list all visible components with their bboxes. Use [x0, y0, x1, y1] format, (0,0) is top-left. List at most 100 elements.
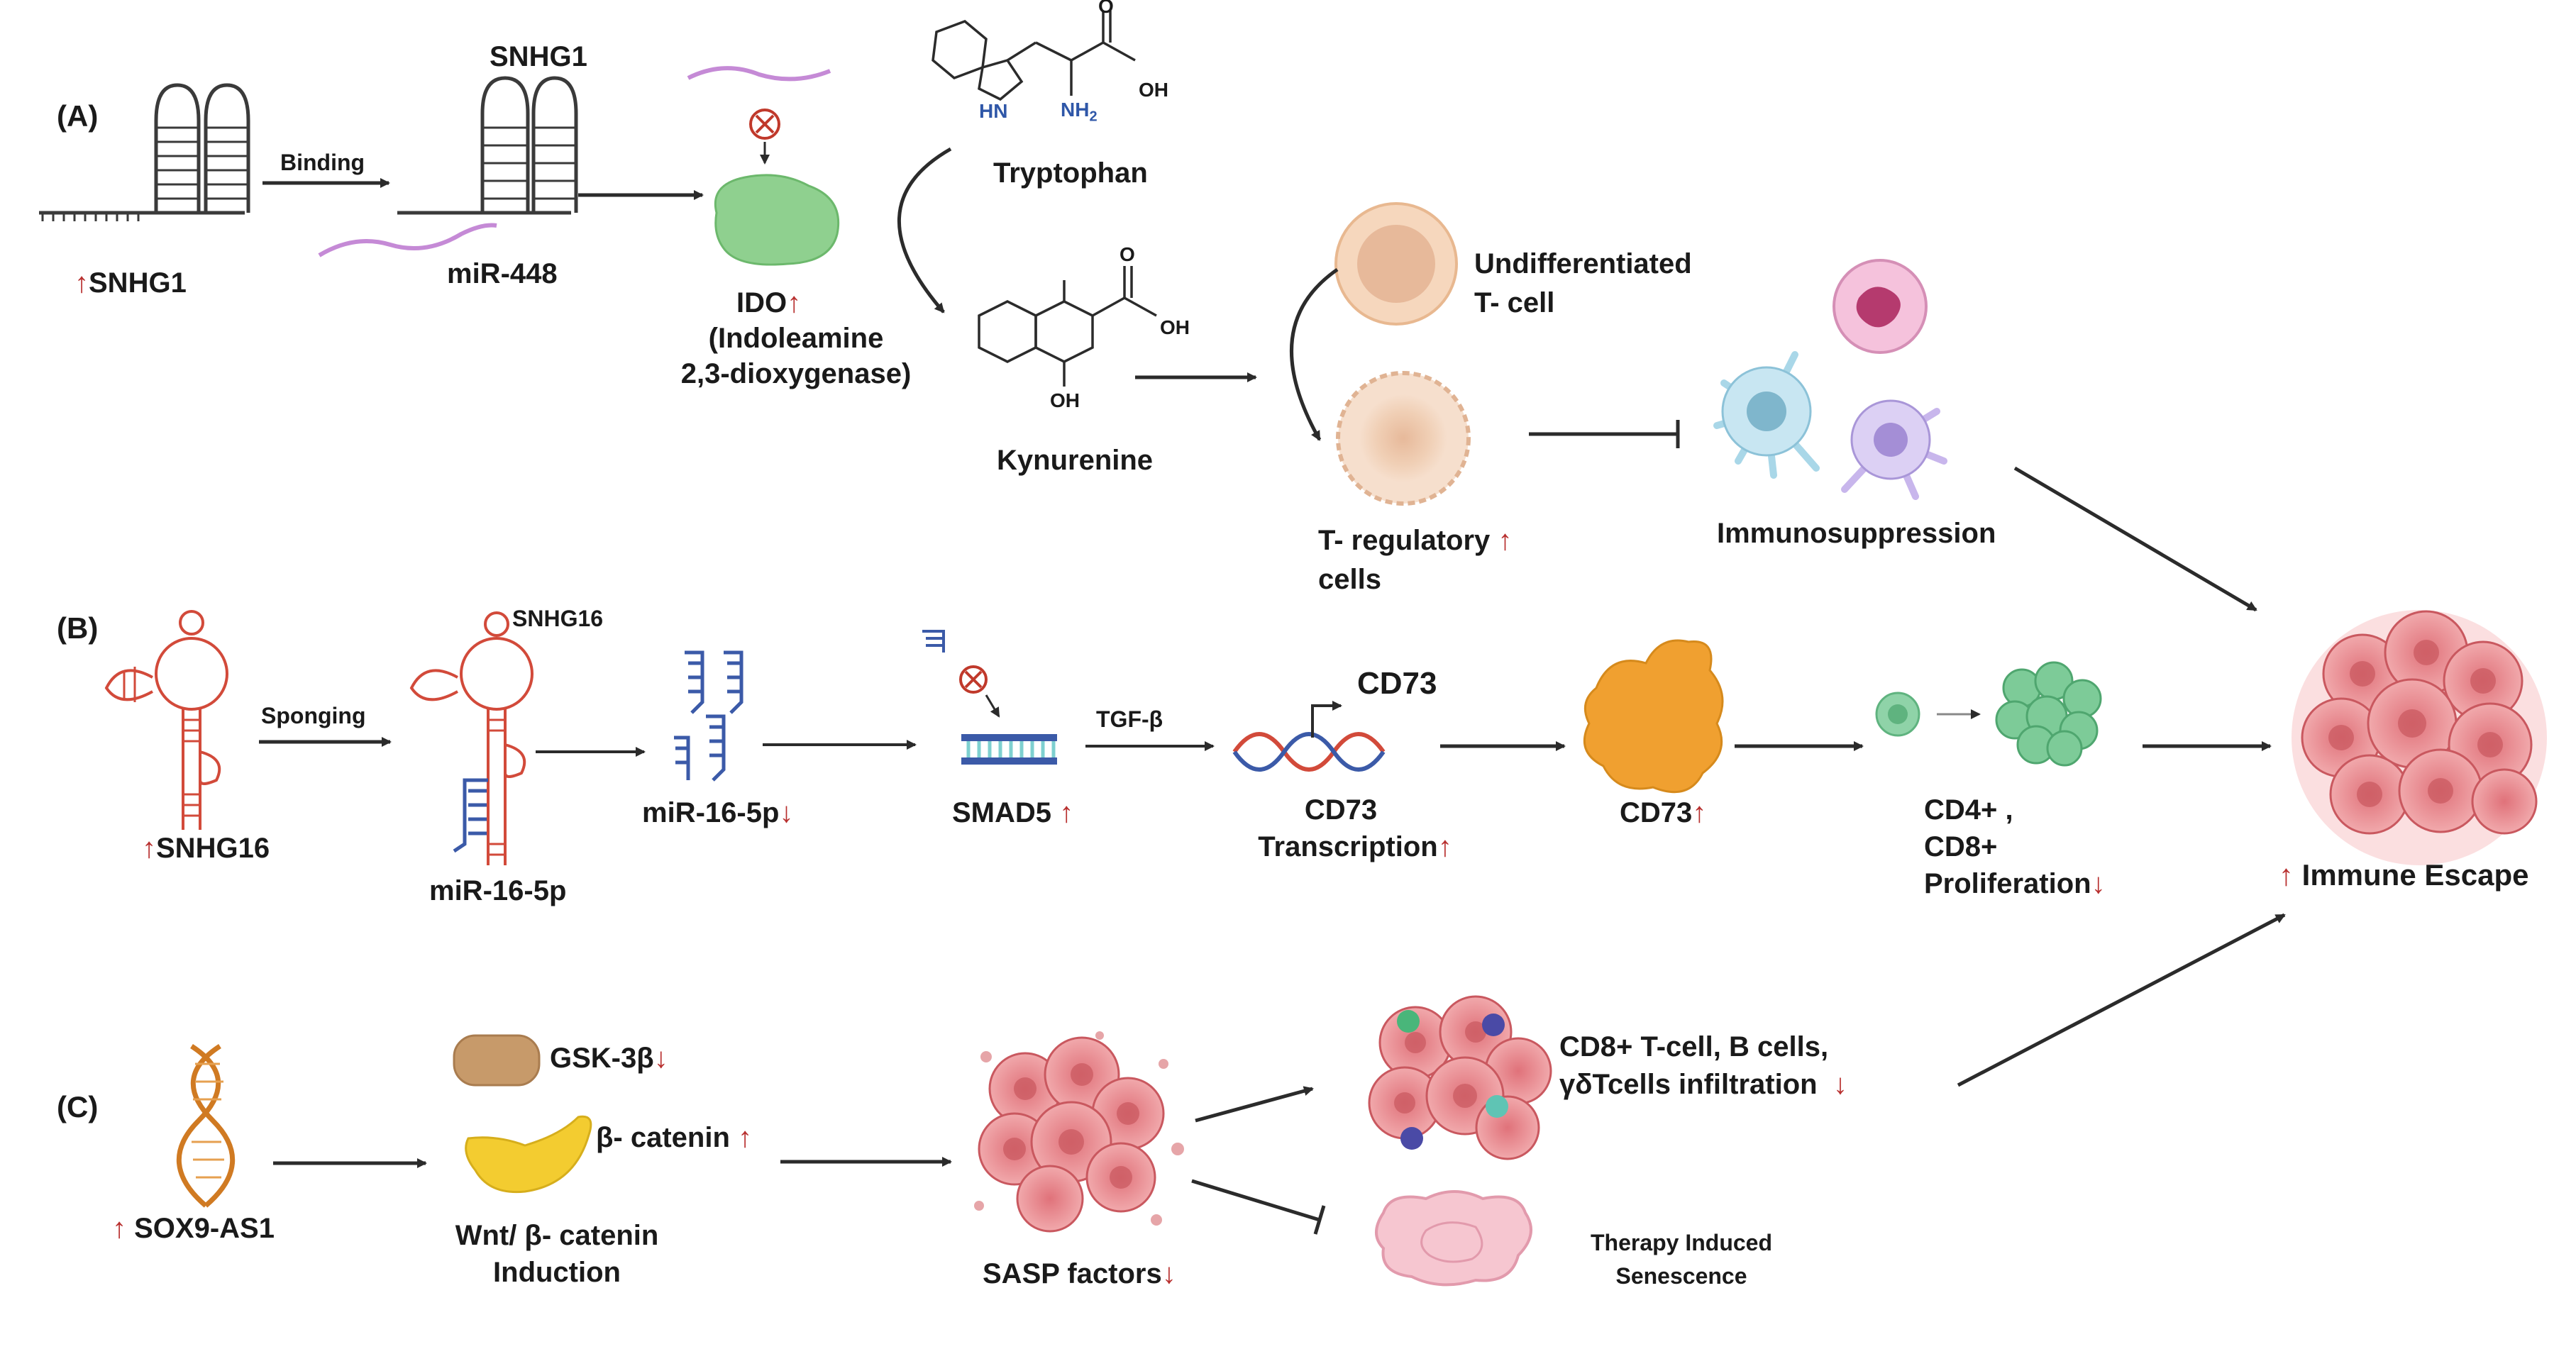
kynurenine-oh-1: OH: [1160, 316, 1190, 338]
ido-full-name-1: (Indoleamine: [708, 323, 884, 354]
undifferentiated-label-2: T- cell: [1474, 287, 1555, 318]
gsk3b-down-icon: ↓: [653, 1043, 668, 1074]
proliferation-down-icon: ↓: [2091, 868, 2106, 899]
tryptophan-to-kynurenine-arrow: [897, 147, 952, 313]
kynurenine-o: O: [1120, 243, 1135, 265]
tryptophan-hn: HN: [979, 100, 1008, 122]
senescent-nucleus-icon: [1420, 1221, 1483, 1263]
ido-enzyme-icon: [714, 174, 840, 266]
free-mirna-icon: [687, 66, 831, 82]
tryptophan-nh2-text: NH: [1061, 99, 1090, 121]
ido-full-name-2: 2,3-dioxygenase): [680, 358, 912, 389]
cd73-protein-label: CD73↑: [1620, 796, 1706, 830]
wnt-label-1: Wnt/ β- catenin: [455, 1220, 659, 1251]
infiltration-down-icon: ↓: [1833, 1069, 1847, 1100]
sasp-inhibition-bar: [1313, 1205, 1326, 1235]
panel-c-label: (C): [57, 1090, 99, 1123]
gsk3b-text: GSK-3β: [550, 1043, 654, 1074]
beta-catenin-text: β- catenin: [596, 1122, 730, 1153]
cd73-transcription-up-icon: ↑: [1437, 831, 1452, 862]
cd73-transcription-text: Transcription: [1258, 831, 1438, 862]
inhibited-mirna-icon: [922, 630, 945, 653]
sasp-down-icon: ↓: [1161, 1258, 1176, 1289]
treg-label-2: cells: [1318, 564, 1381, 595]
tryptophan-label: Tryptophan: [993, 157, 1148, 189]
snhg16-label-text: SNHG16: [156, 833, 270, 864]
gsk3b-label: GSK-3β↓: [550, 1041, 668, 1075]
snhg1-up-icon: ↑: [74, 267, 89, 299]
gsk3b-icon: [453, 1034, 541, 1087]
tgf-beta-label: TGF-β: [1096, 706, 1163, 732]
snhg1-rna-icon: [39, 83, 250, 221]
snhg16-up-icon: ↑: [142, 833, 156, 864]
sasp-to-infiltration-arrow: [1195, 1086, 1314, 1123]
snhg16-rna-icon: [104, 610, 228, 830]
infiltrated-tumor-icon: [1368, 995, 1552, 1160]
free-mir16-icon: [674, 650, 743, 782]
tryptophan-oh: OH: [1139, 79, 1168, 101]
infiltration-text: γδTcells infiltration: [1559, 1069, 1818, 1100]
differentiation-arrow: [1289, 267, 1339, 441]
undifferentiated-t-cell-icon: [1334, 202, 1458, 326]
mir448-label: miR-448: [447, 258, 558, 289]
cd73-gene-icon: [1232, 701, 1386, 772]
tryptophan-structure-icon: [932, 11, 1136, 101]
sox9-label-text: SOX9-AS1: [134, 1213, 275, 1244]
inhibition-icon: [749, 109, 780, 165]
treg-cell-icon: [1336, 371, 1471, 506]
treg-label-1: T- regulatory ↑: [1318, 523, 1512, 557]
cd73-transcription-label-1: CD73: [1304, 794, 1378, 826]
sox9-up-icon: ↑: [112, 1213, 126, 1244]
sasp-text: SASP factors: [983, 1258, 1162, 1289]
sox9-label: ↑ SOX9-AS1: [112, 1211, 275, 1245]
snhg16-label: ↑SNHG16: [142, 831, 270, 865]
snhg1-mir448-complex-icon: [397, 76, 578, 215]
kynurenine-structure-icon: [978, 266, 1157, 387]
cd73-transcription-label-2: Transcription↑: [1258, 830, 1452, 864]
tryptophan-o: O: [1098, 0, 1114, 17]
treg-up-icon: ↑: [1498, 525, 1513, 556]
sponging-label: Sponging: [261, 703, 366, 728]
snhg1-top-label: SNHG1: [490, 41, 587, 72]
proliferation-text: Proliferation: [1924, 868, 2091, 899]
infiltration-label-1: CD8+ T-cell, B cells,: [1559, 1031, 1829, 1062]
kynurenine-label: Kynurenine: [997, 445, 1154, 476]
panel-a-label: (A): [57, 99, 99, 133]
beta-catenin-up-icon: ↑: [738, 1122, 753, 1153]
sasp-tumor-icon: [974, 1031, 1184, 1233]
smad5-up-icon: ↑: [1059, 797, 1074, 828]
immune-escape-up-icon: ↑: [2279, 858, 2294, 892]
senescence-label-2: Senescence: [1615, 1263, 1747, 1289]
sasp-label: SASP factors↓: [983, 1257, 1176, 1291]
immune-cells-icon: [1713, 259, 1947, 500]
tryptophan-nh2: NH2: [1061, 98, 1098, 129]
beta-catenin-icon: [465, 1115, 592, 1194]
senescence-label-1: Therapy Induced: [1590, 1230, 1773, 1255]
cd73-protein-icon: [1583, 639, 1724, 794]
mir16-free-label-text: miR-16-5p: [642, 797, 780, 828]
wnt-label-2: Induction: [493, 1257, 621, 1288]
mir16-down-icon: ↓: [779, 797, 794, 828]
treg-label-text: T- regulatory: [1318, 525, 1491, 556]
bound-mir16-icon: [453, 778, 488, 853]
cd73-protein-text: CD73: [1620, 797, 1693, 828]
immunosuppression-label: Immunosuppression: [1717, 518, 1996, 549]
senescent-cell-icon: [1375, 1190, 1532, 1287]
cd73-protein-up-icon: ↑: [1692, 797, 1707, 828]
t-cell-cluster-icon: [1875, 661, 2102, 767]
mir16-bound-label: miR-16-5p: [429, 875, 567, 906]
smad5-label-text: SMAD5: [952, 797, 1052, 828]
beta-catenin-label: β- catenin ↑: [596, 1121, 752, 1155]
snhg16-top-label: SNHG16: [512, 606, 604, 631]
smad5-dna-icon: [961, 734, 1057, 765]
proliferation-label-3: Proliferation↓: [1924, 867, 2106, 901]
proliferation-label-2: CD8+: [1924, 831, 1998, 862]
immune-escape-text: Immune Escape: [2301, 858, 2529, 892]
mir448-strand-icon: [318, 223, 497, 257]
infiltration-to-escape-arrow: [1957, 913, 2286, 1087]
ido-label-text: IDO: [736, 287, 787, 318]
ido-up-icon: ↑: [787, 287, 802, 318]
dna-helix-icon: [176, 1044, 236, 1208]
